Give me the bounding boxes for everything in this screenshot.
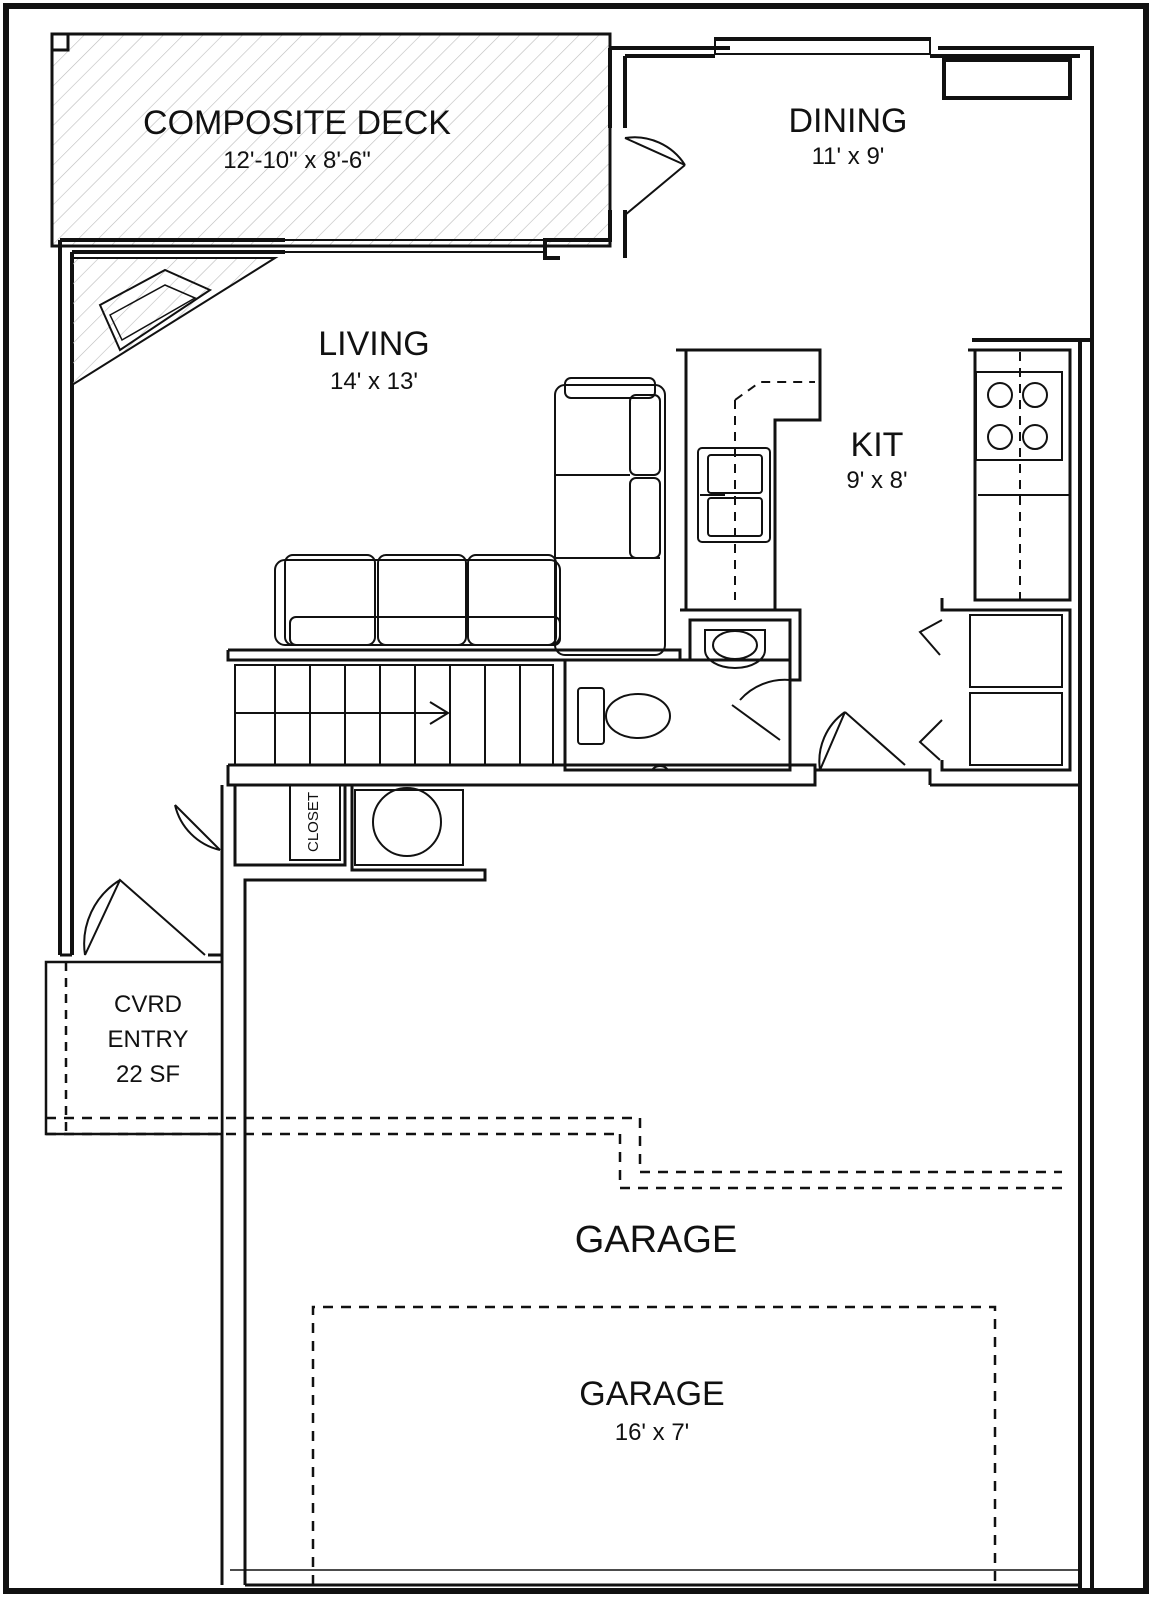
garage-area-label: GARAGE: [575, 1219, 738, 1261]
kitchen-counter: [968, 348, 1072, 602]
garage-door-label: GARAGE: [579, 1375, 724, 1413]
dining-size: 11' x 9': [812, 143, 885, 170]
garage-door-size: 16' x 7': [615, 1419, 690, 1446]
covered-entry: [44, 960, 640, 1136]
deck-size: 12'-10" x 8'-6": [223, 147, 371, 174]
living-size: 14' x 13': [330, 368, 418, 395]
entry-label-3: 22 SF: [116, 1061, 180, 1088]
staircase: [234, 664, 554, 766]
deck-post: [50, 32, 70, 52]
living-label: LIVING: [318, 325, 429, 363]
kitchen-label: KIT: [851, 426, 904, 464]
entry-label-2: ENTRY: [108, 1026, 189, 1053]
garage-dashed-lines: [311, 1118, 1062, 1585]
powder-room: [563, 608, 802, 772]
deck-label: COMPOSITE DECK: [143, 104, 451, 142]
kitchen-sink: [697, 447, 771, 543]
entry-label-1: CVRD: [114, 991, 182, 1018]
deck-door-swing: [624, 136, 686, 216]
entry-door-swing: [83, 878, 206, 956]
kitchen-size: 9' x 8': [846, 467, 907, 494]
laundry-closet: [918, 598, 1072, 772]
kitchen-door-swing: [818, 711, 906, 771]
closet-label: CLOSET: [305, 792, 322, 852]
foyer-walls: [174, 784, 487, 1585]
deck-area: [50, 32, 612, 248]
sectional-sofa: [274, 377, 666, 656]
dining-label: DINING: [789, 102, 908, 140]
fireplace: [71, 257, 279, 387]
water-heater: [372, 787, 442, 857]
